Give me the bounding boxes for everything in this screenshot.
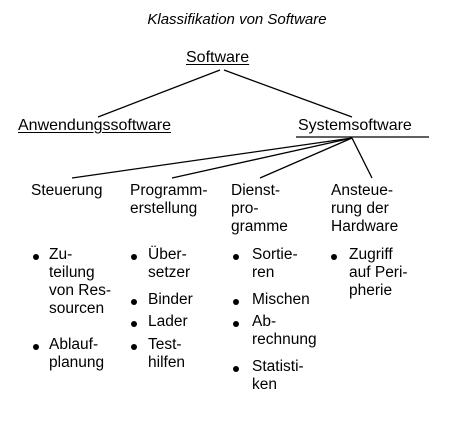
list-item-testhilfen: Test- hilfen xyxy=(148,336,186,371)
edge-system-programm xyxy=(171,137,353,179)
bullet-icon xyxy=(131,321,137,327)
bullet-icon xyxy=(233,254,239,260)
node-anwendungssoftware: Anwendungssoftware xyxy=(18,117,171,134)
edge-system-dienst xyxy=(259,137,353,179)
edge-system-ansteuerung xyxy=(351,137,373,179)
bullet-icon xyxy=(233,366,239,372)
list-item-lader: Lader xyxy=(148,313,188,330)
list-item-ablaufplanung: Ablauf- planung xyxy=(49,336,105,371)
edge-system-steuerung xyxy=(71,137,353,179)
bullet-icon xyxy=(331,254,337,260)
bullet-icon xyxy=(131,254,137,260)
bullet-icon xyxy=(233,321,239,327)
list-item-sortieren: Sortie- ren xyxy=(252,246,298,281)
list-item-binder: Binder xyxy=(148,291,193,308)
diagram-title: Klassifikation von Software xyxy=(147,11,327,28)
bullet-icon xyxy=(233,299,239,305)
heading-dienstprogramme: Dienst- pro- gramme xyxy=(231,182,288,235)
bullet-icon xyxy=(131,299,137,305)
heading-steuerung: Steuerung xyxy=(31,182,103,199)
heading-programmerstellung: Programm- erstellung xyxy=(130,182,208,217)
node-software: Software xyxy=(186,49,250,66)
list-item-abrechnung: Ab- rechnung xyxy=(252,313,317,348)
list-item-zugriff: Zugriff auf Peri- pherie xyxy=(349,246,408,299)
edge-software-system xyxy=(223,69,353,118)
edge-software-anwendung xyxy=(97,69,221,118)
bullet-icon xyxy=(131,344,137,350)
list-item-statistiken: Statisti- ken xyxy=(252,358,304,393)
heading-ansteuerung: Ansteue- rung der Hardware xyxy=(331,182,399,235)
list-item-zuteilung: Zu- teilung von Res- sourcen xyxy=(49,246,112,317)
list-item-uebersetzer: Über- setzer xyxy=(148,246,191,281)
bullet-icon xyxy=(33,344,39,350)
node-systemsoftware: Systemsoftware xyxy=(298,117,412,134)
list-item-mischen: Mischen xyxy=(252,291,310,308)
bullet-icon xyxy=(33,254,39,260)
